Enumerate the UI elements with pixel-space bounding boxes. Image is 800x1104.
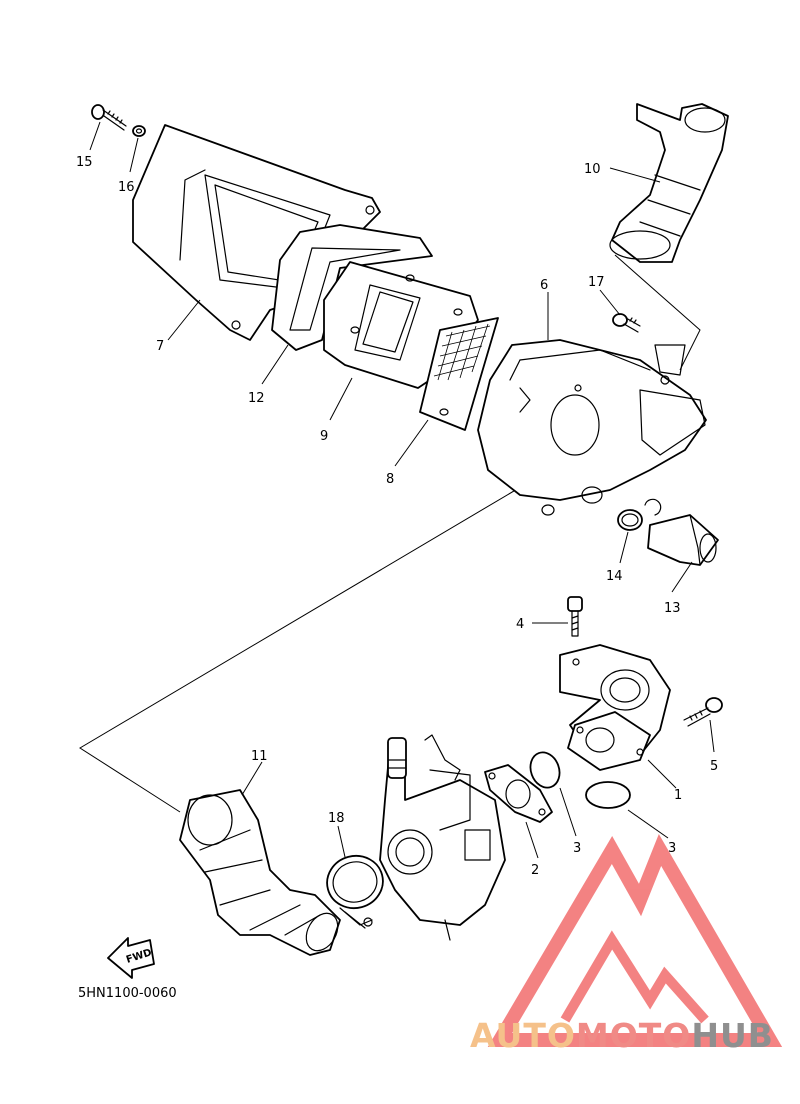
airbox-6 bbox=[477, 339, 707, 516]
carburetor bbox=[379, 734, 506, 941]
callout-7: 7 bbox=[156, 339, 164, 354]
fwd-arrow-icon: FWD bbox=[107, 937, 155, 979]
bolt-5 bbox=[683, 697, 723, 727]
callout-9: 9 bbox=[320, 429, 328, 444]
oring-14 bbox=[617, 498, 662, 531]
leader-lines bbox=[89, 121, 715, 859]
duct-10 bbox=[609, 103, 729, 263]
diagram-code: 5HN1100-0060 bbox=[78, 986, 177, 1001]
manifold-1 bbox=[559, 644, 671, 771]
callout-11: 11 bbox=[251, 749, 268, 764]
callout-10: 10 bbox=[584, 162, 601, 177]
scoop-13 bbox=[647, 514, 719, 566]
callout-3a: 3 bbox=[573, 841, 581, 856]
callout-3b: 3 bbox=[668, 841, 676, 856]
callout-4: 4 bbox=[516, 617, 524, 632]
callout-13: 13 bbox=[664, 601, 681, 616]
callout-1: 1 bbox=[674, 788, 682, 803]
clamp-18 bbox=[326, 854, 384, 929]
callout-12: 12 bbox=[248, 391, 265, 406]
brand-hub: HUB bbox=[691, 1016, 774, 1055]
callout-15: 15 bbox=[76, 155, 93, 170]
filter-8 bbox=[419, 317, 499, 431]
watermark-brand: AUTOMOTOHUB bbox=[470, 1016, 792, 1060]
callout-2: 2 bbox=[531, 863, 539, 878]
brand-auto: AUTO bbox=[470, 1016, 576, 1055]
oring-3b bbox=[585, 781, 631, 809]
callout-14: 14 bbox=[606, 569, 623, 584]
callout-5: 5 bbox=[710, 759, 718, 774]
callout-18: 18 bbox=[328, 811, 345, 826]
callout-17: 17 bbox=[588, 275, 605, 290]
insulator-2 bbox=[484, 764, 553, 823]
screw-17 bbox=[612, 313, 641, 333]
screw-15 bbox=[91, 104, 127, 131]
oring-3a bbox=[529, 751, 561, 789]
watermark-logo bbox=[487, 834, 783, 1047]
callout-8: 8 bbox=[386, 472, 394, 487]
callout-labels: 1 2 3 3 4 5 6 7 8 9 10 11 12 13 14 15 16… bbox=[76, 155, 718, 878]
callout-16: 16 bbox=[118, 180, 135, 195]
brand-moto: MOTO bbox=[575, 1016, 692, 1055]
assembly-lines bbox=[79, 254, 701, 813]
bolt-4 bbox=[567, 596, 583, 637]
cover-7 bbox=[132, 124, 381, 341]
hose-11 bbox=[179, 789, 341, 956]
callout-6: 6 bbox=[540, 278, 548, 293]
washer-16 bbox=[132, 125, 146, 137]
